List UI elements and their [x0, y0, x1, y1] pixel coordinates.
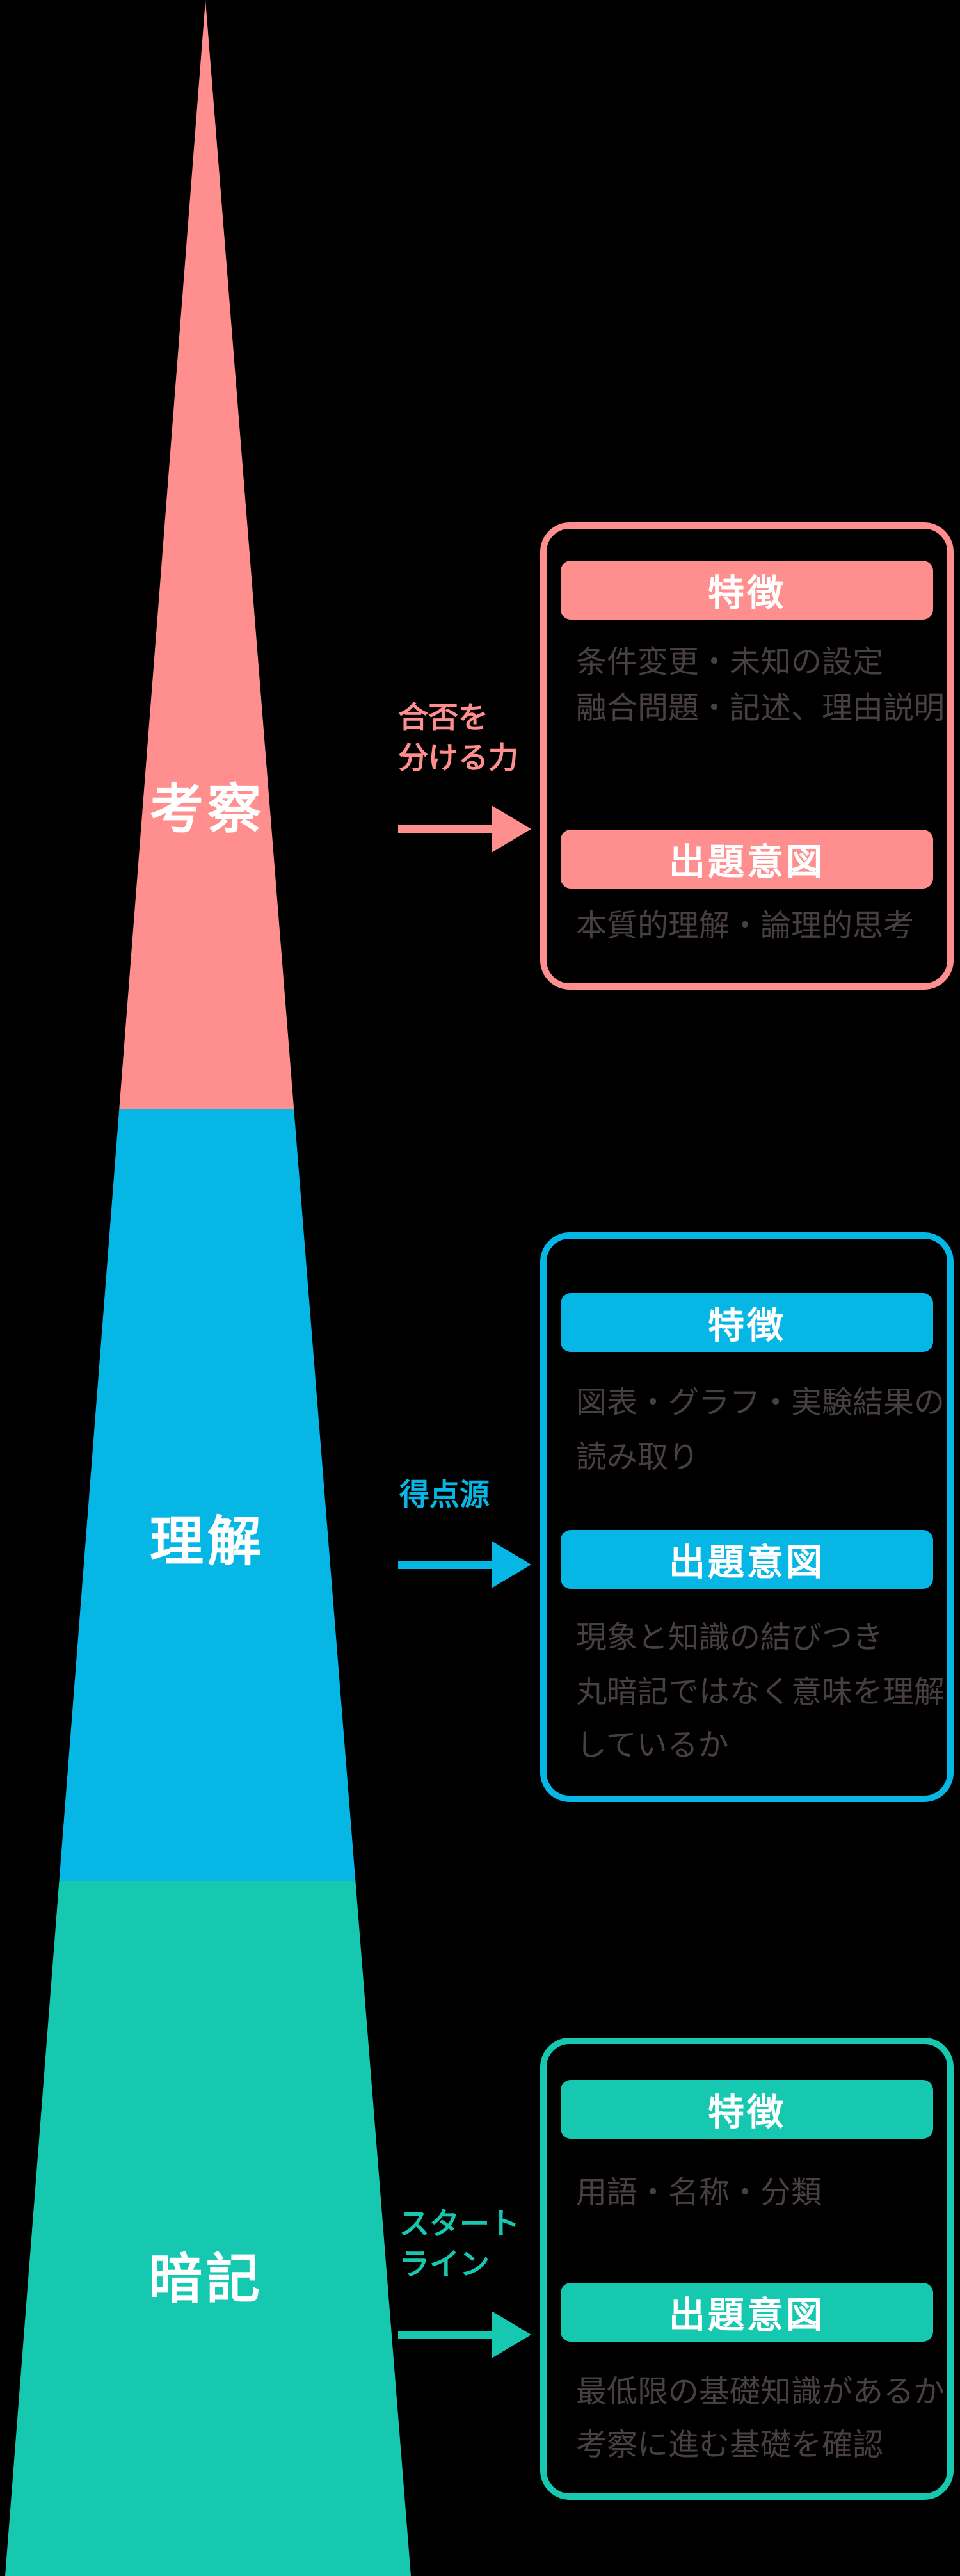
pyramid-segment-bottom — [5, 1881, 411, 2576]
intent-heading: 出題意図 — [561, 1530, 933, 1589]
card-text-line: 考察に進む基礎を確認 — [576, 2427, 884, 2463]
arrow-caption-line: スタート — [399, 2207, 520, 2242]
detail-card: 特徴 用語・名称・分類 出題意図 最低限の基礎知識があるか 考察に進む基礎を確認 — [540, 2038, 954, 2500]
card-text-line: 本質的理解・論理的思考 — [576, 908, 915, 944]
right-arrow-icon — [398, 805, 531, 853]
arrow-caption: 得点源 — [399, 1475, 490, 1515]
right-arrow-icon — [398, 1541, 531, 1588]
detail-card: 特徴 図表・グラフ・実験結果の 読み取り 出題意図 現象と知識の結びつき 丸暗記… — [540, 1232, 954, 1802]
card-text-line: 図表・グラフ・実験結果の — [576, 1385, 945, 1421]
feature-heading: 特徴 — [561, 561, 933, 620]
pyramid-level-label: 暗記 — [148, 2248, 264, 2310]
intent-heading: 出題意図 — [561, 830, 933, 889]
card-text-line: 現象と知識の結びつき — [576, 1620, 884, 1655]
arrow-head — [492, 2311, 531, 2358]
arrow-caption-line: 分ける力 — [398, 741, 518, 776]
right-arrow-icon — [398, 2311, 531, 2358]
arrow-head — [492, 1541, 531, 1588]
card-text-line: 条件変更・未知の設定 — [576, 644, 884, 680]
pyramid-level-label: 考察 — [150, 778, 266, 841]
arrow-head — [492, 805, 531, 853]
card-text-line: 融合問題・記述、理由説明 — [576, 690, 945, 726]
arrow-caption-line: 合否を — [398, 700, 488, 736]
detail-card: 特徴 条件変更・未知の設定 融合問題・記述、理由説明 出題意図 本質的理解・論理… — [540, 522, 954, 990]
arrow-shaft — [398, 825, 492, 833]
card-text-line: 丸暗記ではなく意味を理解 — [576, 1674, 945, 1710]
card-text-line: 読み取り — [576, 1439, 700, 1475]
arrow-caption-line: ライン — [399, 2247, 490, 2282]
arrow-caption: 合否を 分ける力 — [398, 698, 518, 778]
feature-heading: 特徴 — [561, 2080, 933, 2139]
intent-heading: 出題意図 — [561, 2283, 933, 2342]
card-text-line: 最低限の基礎知識があるか — [576, 2374, 945, 2410]
pyramid-level-label: 理解 — [150, 1510, 266, 1573]
arrow-shaft — [398, 2331, 492, 2339]
arrow-caption-line: 得点源 — [399, 1477, 490, 1513]
arrow-shaft — [398, 1561, 492, 1569]
feature-heading: 特徴 — [561, 1293, 933, 1352]
card-text-line: 用語・名称・分類 — [576, 2175, 822, 2210]
arrow-caption: スタート ライン — [399, 2204, 520, 2285]
card-text-line: しているか — [576, 1727, 729, 1763]
